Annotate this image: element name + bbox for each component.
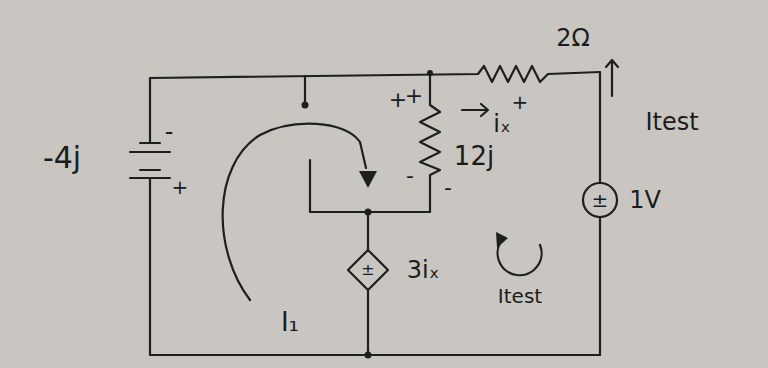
junction-dot [365,352,372,359]
polarity-mark: - [406,165,414,187]
value-label: -4j [43,143,81,173]
dependent-source-symbol [348,250,388,290]
open-wire [304,76,306,103]
value-label: 12j [454,143,494,169]
current-label: Itest [498,286,542,306]
current-arrow [606,60,618,96]
source-polarity: ± [592,190,609,210]
polarity-mark: + [405,85,423,107]
polarity-mark: - [444,177,452,199]
loop-arrowhead [359,171,377,188]
polarity-mark: + [172,177,189,197]
inner-wire [310,160,430,212]
current-arrow [462,104,488,116]
junction-dot [365,209,372,216]
junction-dot [302,102,309,109]
value-label: 2Ω [556,26,590,50]
dependent-source-wire [367,212,369,355]
current-label: Itest [645,110,698,134]
polarity-mark: + [512,92,529,112]
battery-symbol [130,143,170,178]
current-label: I₁ [281,309,299,335]
junction-dot [427,70,433,76]
polarity-mark: + [389,89,407,111]
value-label: 1V [629,188,661,212]
right-wire [599,72,601,355]
top-wire [150,66,600,82]
voltage-source-symbol [583,183,617,217]
loop-arrowhead [496,232,508,248]
mesh-current-loop [223,124,366,300]
source-polarity: ± [361,262,374,278]
value-label: 3iₓ [407,258,440,282]
polarity-mark: - [165,120,174,144]
bottom-wire [150,354,600,356]
left-wire [149,78,151,355]
test-current-loop [498,240,542,275]
current-label: iₓ [493,112,510,136]
